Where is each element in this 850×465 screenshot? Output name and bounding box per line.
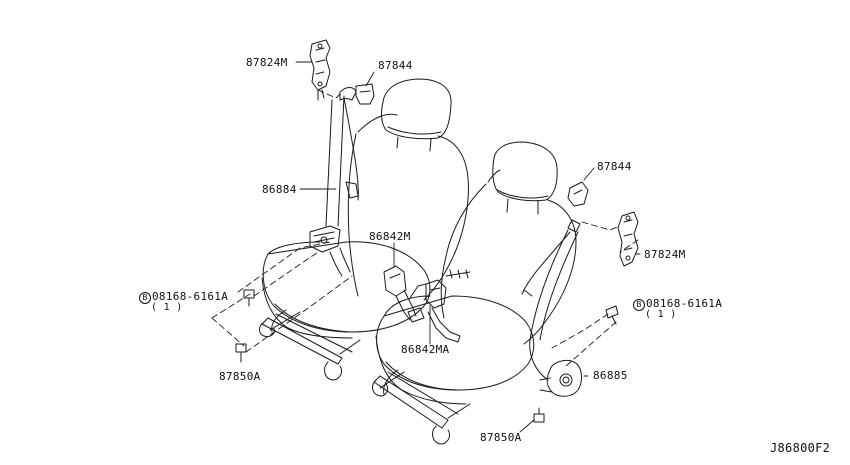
bolt-marker-circle: B [633, 299, 645, 311]
right-seat-cushion [376, 295, 535, 391]
bolts [235, 289, 619, 423]
bolt-right-08168 [605, 305, 619, 325]
left-seat-cushion [262, 241, 431, 333]
right-headrest [492, 141, 558, 202]
label-87850a-right: 87850A [480, 431, 522, 444]
label-87844-right: 87844 [597, 160, 632, 173]
label-08168-right-qty: ( 1 ) [645, 309, 677, 320]
label-86885: 86885 [593, 369, 628, 382]
label-87844-top: 87844 [378, 59, 413, 72]
right-seat [372, 141, 577, 445]
right-retractor [546, 359, 582, 397]
right-backrest [487, 169, 577, 345]
bolt-left-87850a [235, 343, 247, 363]
center-buckles [383, 265, 471, 343]
label-87824m-top: 87824M [246, 56, 288, 69]
left-headrest [380, 78, 452, 140]
leader-lines [295, 61, 641, 433]
label-86884: 86884 [262, 183, 297, 196]
buckle-86842m [383, 265, 407, 297]
left-anchor-cover [355, 83, 375, 105]
label-87850a-left: 87850A [219, 370, 261, 383]
left-belt-assembly [309, 39, 375, 277]
bolt-right-87850a [533, 407, 545, 423]
buckle-86842ma [425, 279, 447, 309]
label-87824m-right: 87824M [644, 248, 686, 261]
right-anchor-cover [567, 181, 589, 207]
label-86842ma: 86842MA [401, 343, 450, 356]
dashed-lines [211, 89, 639, 367]
bolt-marker-circle: B [139, 292, 151, 304]
right-belt-assembly [521, 181, 639, 397]
label-08168-right-text: 08168-6161A [646, 297, 723, 310]
left-seat [259, 78, 469, 381]
diagram-code: J86800F2 [770, 441, 831, 455]
left-height-adjuster [309, 39, 331, 91]
left-backrest [357, 113, 469, 301]
right-height-adjuster [617, 211, 639, 267]
left-retractor [309, 225, 341, 253]
label-08168-left-qty: ( 1 ) [151, 302, 183, 313]
bolt-left-08168 [243, 289, 255, 307]
label-08168-left-text: 08168-6161A [152, 290, 229, 303]
label-86842m: 86842M [369, 230, 411, 243]
